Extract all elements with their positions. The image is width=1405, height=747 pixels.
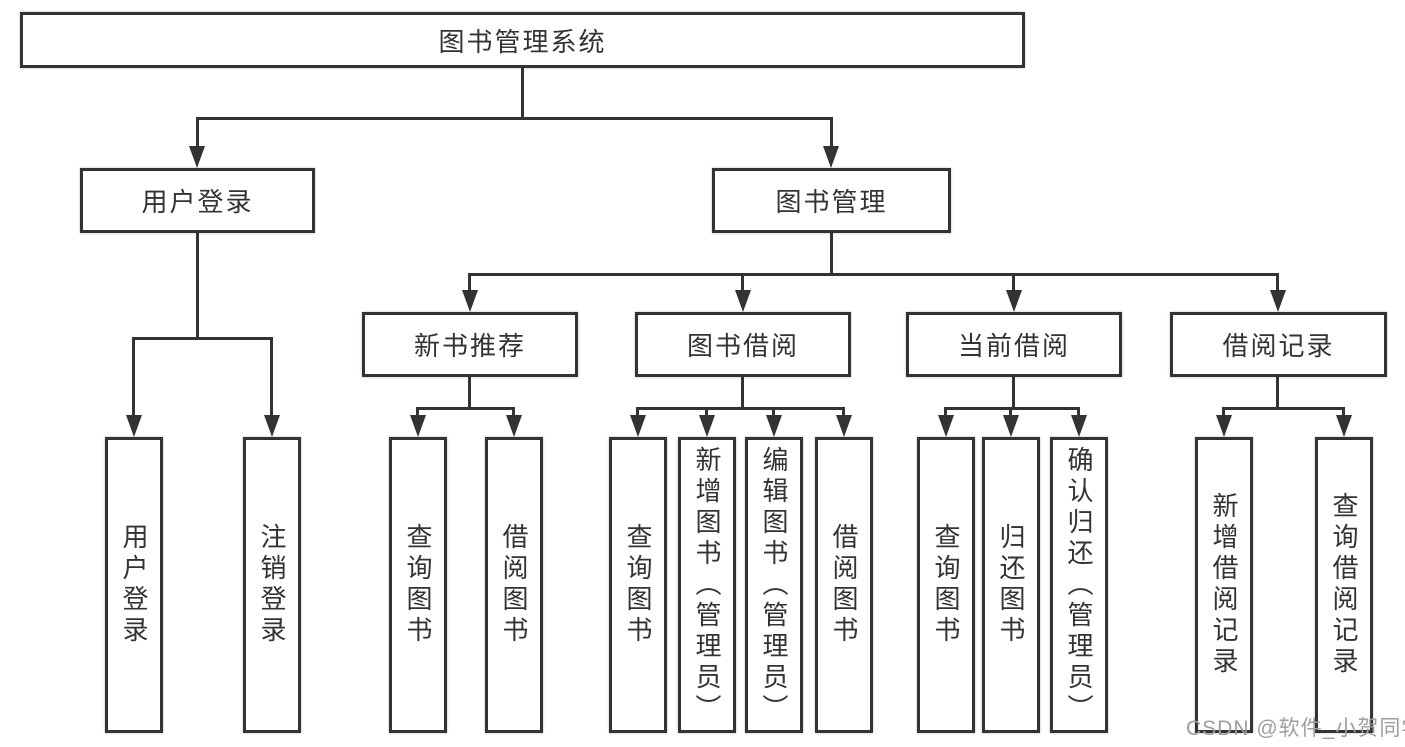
connector-leaf-stem: [132, 337, 135, 415]
leaf-newbooks-borrow-book: 借阅图书: [485, 437, 543, 733]
arrow-down-icon: [735, 290, 751, 312]
arrow-down-icon: [410, 415, 426, 437]
csdn-watermark: CSDN @软件_小贺同学: [1186, 717, 1405, 740]
leaf-label: 归还图书: [996, 523, 1026, 647]
connector-leaf-stem: [1222, 407, 1225, 417]
arrow-down-icon: [938, 415, 954, 437]
leaf-label: 新增图书（管理员）: [692, 445, 722, 725]
connector-leaf-stem: [944, 407, 947, 417]
leaf-borrow-edit-book-admin: 编辑图书（管理员）: [745, 437, 803, 733]
connector-leaf-stem: [512, 407, 515, 417]
arrow-down-icon: [1336, 415, 1352, 437]
connector-group-drop: [741, 377, 744, 407]
connector-group-drop: [1276, 377, 1279, 407]
connector-leaf-stem: [1009, 407, 1012, 417]
leaf-label: 新增借阅记录: [1209, 492, 1239, 678]
leaf-label: 查询图书: [403, 523, 433, 647]
arrow-down-icon: [1006, 290, 1022, 312]
leaf-current-query-book: 查询图书: [917, 437, 975, 733]
arrow-down-icon: [462, 290, 478, 312]
leaf-records-query-record: 查询借阅记录: [1315, 437, 1373, 733]
connector-group-bar: [416, 407, 515, 410]
connector-group-bar: [1222, 407, 1345, 410]
leaf-label: 借阅图书: [499, 523, 529, 647]
arrow-down-icon: [1270, 290, 1286, 312]
connector-group-bar: [944, 407, 1080, 410]
arrow-down-icon: [126, 415, 142, 437]
connector-mgmt-bar: [468, 273, 1279, 276]
connector-leaf-stem: [416, 407, 419, 417]
arrow-down-icon: [1216, 415, 1232, 437]
connector-group-drop: [468, 377, 471, 407]
arrow-down-icon: [766, 415, 782, 437]
leaf-records-add-record: 新增借阅记录: [1195, 437, 1253, 733]
node-borrow-records: 借阅记录: [1170, 312, 1387, 377]
leaf-label: 查询借阅记录: [1329, 492, 1359, 678]
arrow-down-icon: [823, 146, 839, 168]
node-library-system: 图书管理系统: [20, 12, 1025, 68]
connector-leaf-stem: [1077, 407, 1080, 417]
arrow-down-icon: [189, 146, 205, 168]
connector-leaf-stem: [1342, 407, 1345, 417]
connector-group-bar: [636, 407, 845, 410]
leaf-current-confirm-return-admin: 确认归还（管理员）: [1050, 437, 1108, 733]
leaf-label: 编辑图书（管理员）: [759, 445, 789, 725]
leaf-label: 查询图书: [623, 523, 653, 647]
leaf-label: 查询图书: [931, 523, 961, 647]
connector-book-mgmt-stem: [830, 117, 833, 148]
arrow-down-icon: [699, 415, 715, 437]
connector-user-drop: [196, 233, 199, 337]
connector-group-drop: [1012, 377, 1015, 407]
connector-user-login-stem: [196, 117, 199, 148]
leaf-borrow-query-book: 查询图书: [609, 437, 667, 733]
arrow-down-icon: [836, 415, 852, 437]
leaf-borrow-borrow-book: 借阅图书: [815, 437, 873, 733]
connector-mgmt-drop: [830, 233, 833, 273]
connector-leaf-stem: [772, 407, 775, 417]
node-book-borrow: 图书借阅: [635, 312, 851, 377]
connector-level2-stem: [468, 273, 471, 292]
leaf-label: 借阅图书: [829, 523, 859, 647]
node-new-book-recommend: 新书推荐: [362, 312, 578, 377]
node-current-borrow: 当前借阅: [906, 312, 1122, 377]
leaf-newbooks-query-book: 查询图书: [389, 437, 447, 733]
connector-leaf-stem: [636, 407, 639, 417]
connector-user-bar: [132, 337, 273, 340]
arrow-down-icon: [630, 415, 646, 437]
leaf-logout-login: 注销登录: [243, 437, 301, 733]
arrow-down-icon: [1071, 415, 1087, 437]
arrow-down-icon: [1003, 415, 1019, 437]
leaf-user-login: 用户登录: [105, 437, 163, 733]
connector-level2-stem: [1012, 273, 1015, 292]
connector-root-drop: [521, 68, 524, 117]
leaf-label: 注销登录: [257, 523, 287, 647]
connector-level2-stem: [741, 273, 744, 292]
leaf-borrow-add-book-admin: 新增图书（管理员）: [678, 437, 736, 733]
leaf-label: 确认归还（管理员）: [1064, 445, 1094, 725]
arrow-down-icon: [264, 415, 280, 437]
connector-root-bar: [196, 117, 833, 120]
leaf-current-return-book: 归还图书: [982, 437, 1040, 733]
connector-leaf-stem: [842, 407, 845, 417]
leaf-label: 用户登录: [119, 523, 149, 647]
node-book-management: 图书管理: [712, 168, 951, 233]
arrow-down-icon: [506, 415, 522, 437]
connector-leaf-stem: [270, 337, 273, 415]
connector-level2-stem: [1276, 273, 1279, 292]
connector-leaf-stem: [705, 407, 708, 417]
node-user-login: 用户登录: [80, 168, 315, 233]
